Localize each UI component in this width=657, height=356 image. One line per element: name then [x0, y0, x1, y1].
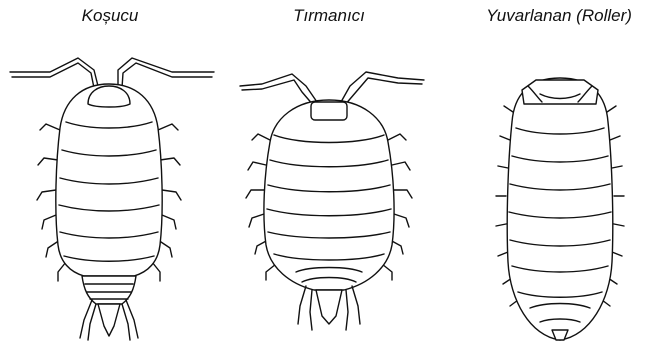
climber-isopod-drawing: [240, 72, 424, 330]
runner-isopod-drawing: [10, 58, 214, 340]
roller-isopod-drawing: [496, 78, 624, 340]
